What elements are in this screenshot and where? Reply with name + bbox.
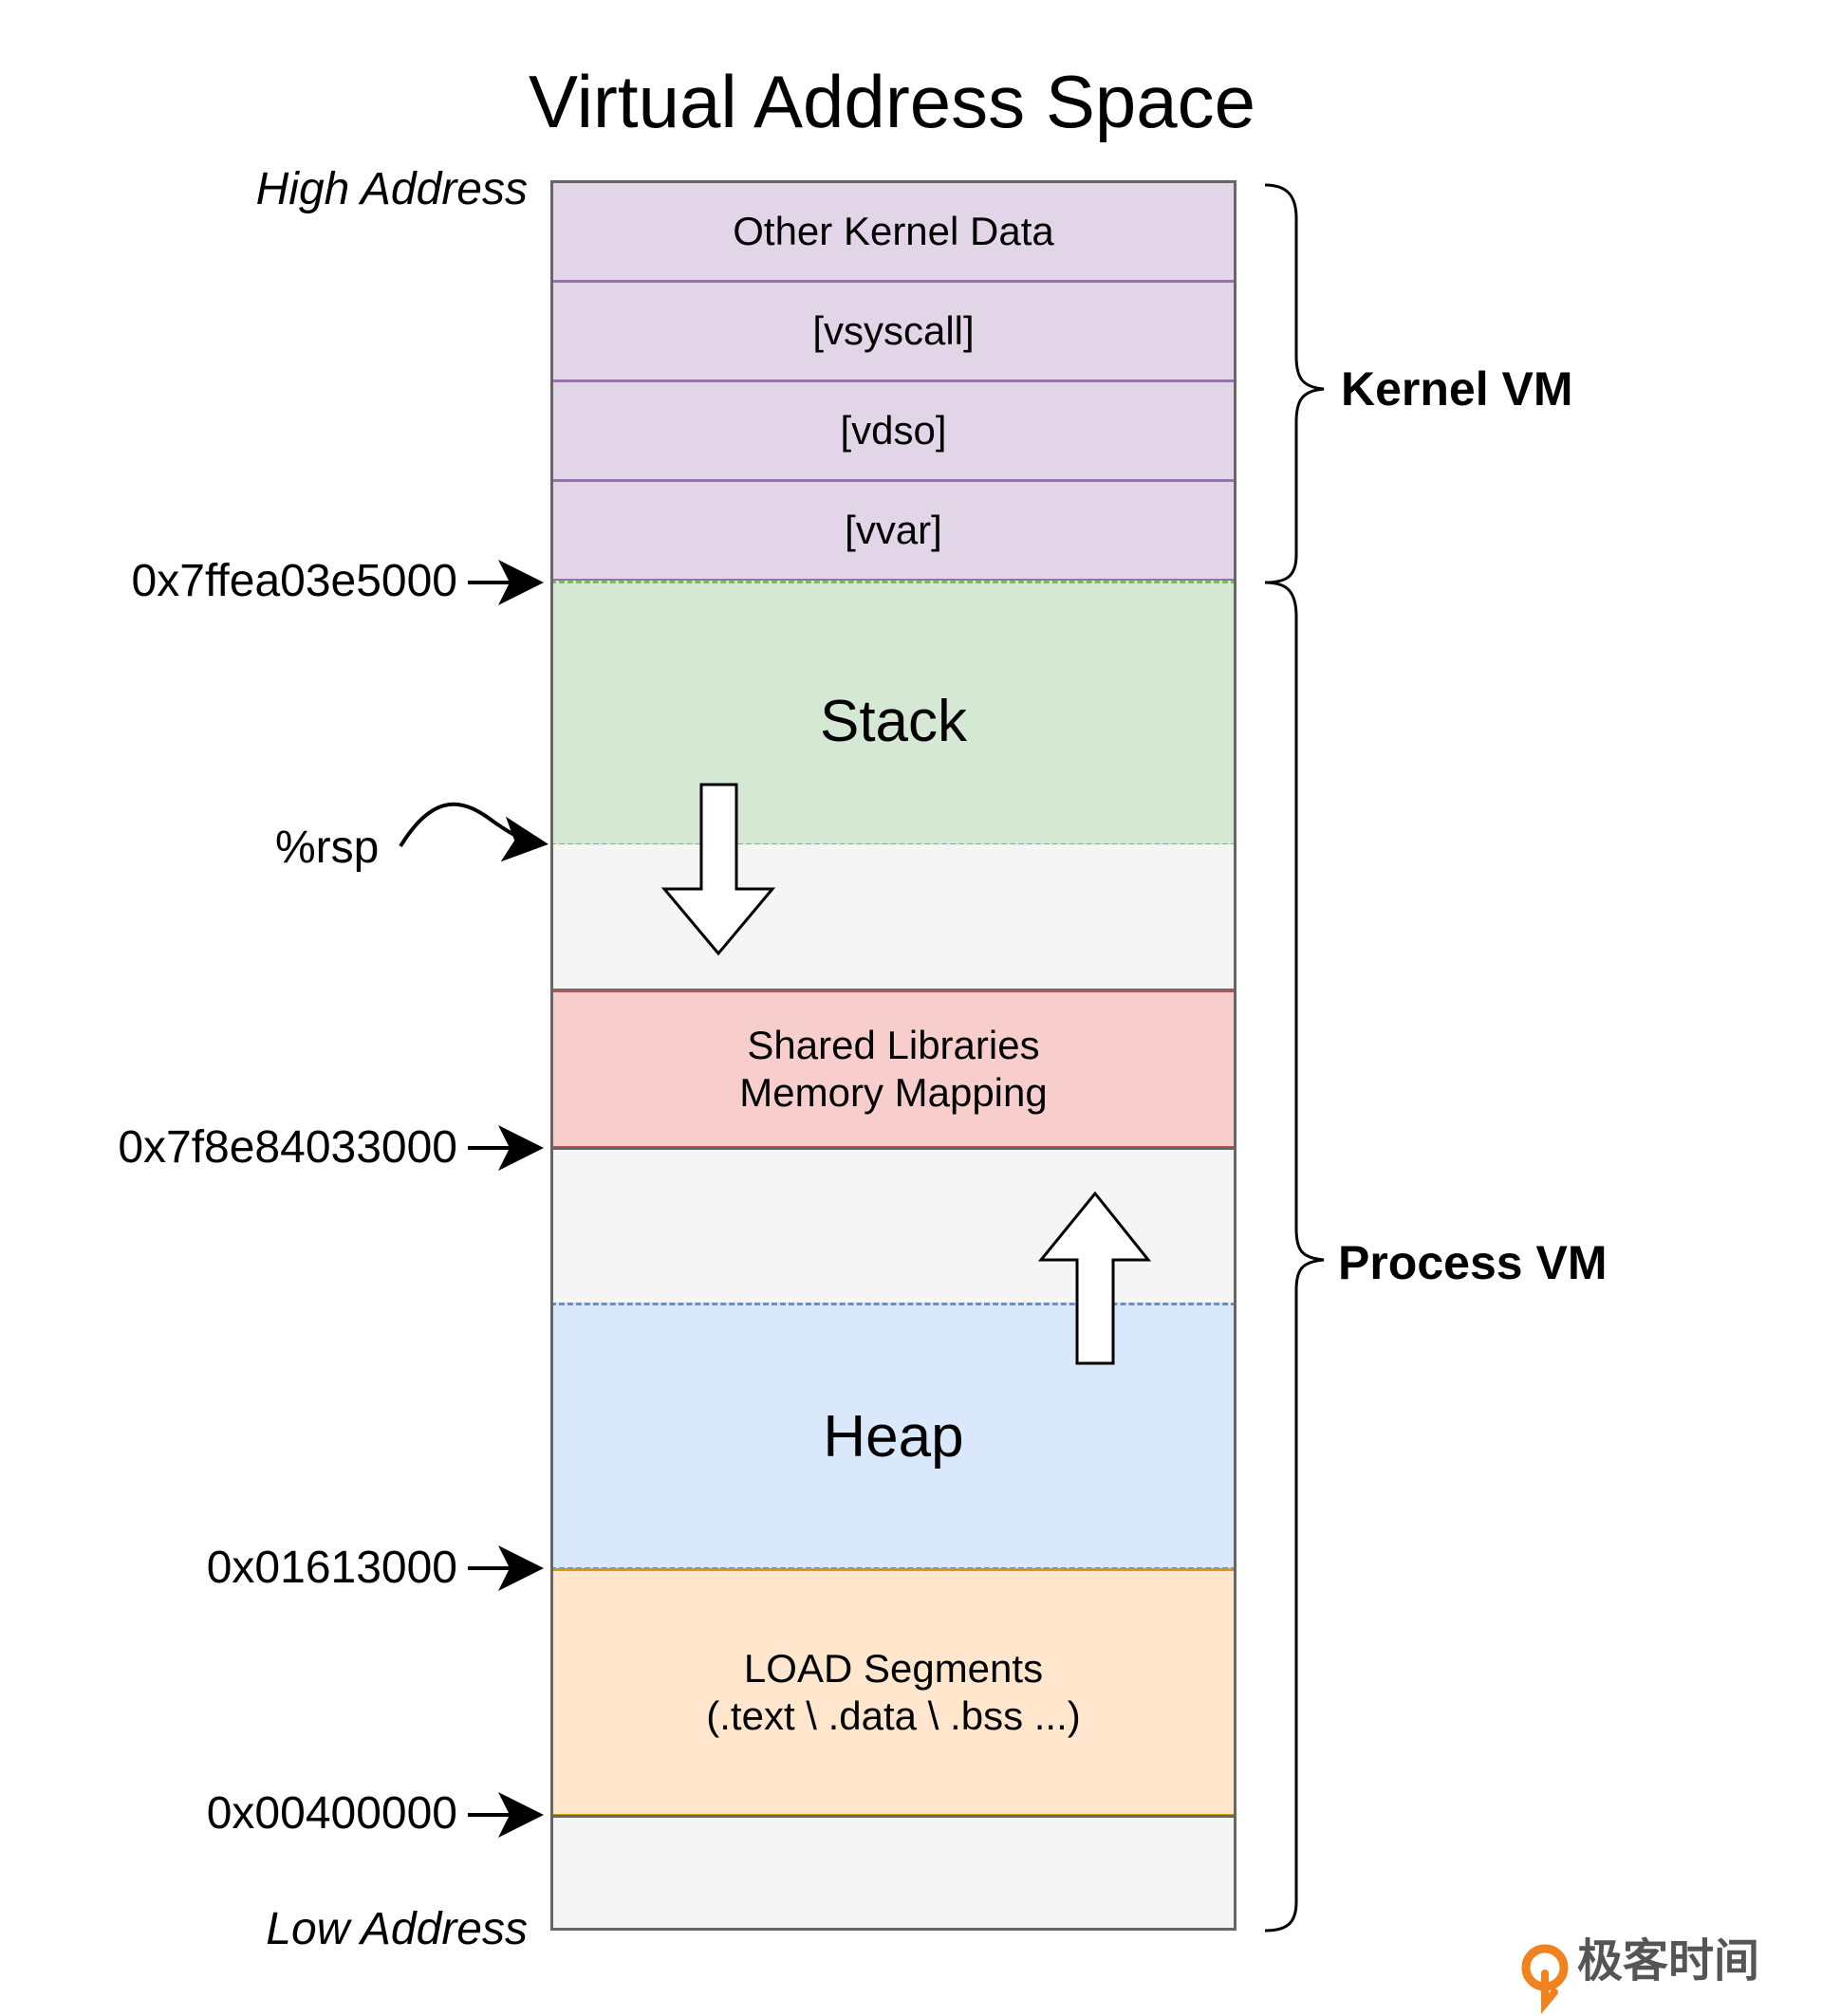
brand-name: 极客时间 — [1577, 1936, 1760, 1987]
brand-logo-icon — [1521, 1944, 1569, 2015]
rsp-label: %rsp — [275, 823, 380, 873]
low-address-label: Low Address — [266, 1904, 528, 1954]
arrow-rsp — [399, 802, 548, 862]
address-kernel-boundary: 0x7ffea03e5000 — [131, 556, 457, 606]
heap-growth-up-arrow — [1037, 1191, 1152, 1365]
kernel-vm-brace — [1264, 183, 1325, 584]
kernel-vm-label: Kernel VM — [1341, 362, 1573, 416]
segment-other-kernel-data: Other Kernel Data — [550, 180, 1236, 283]
segment-stack: Stack — [550, 581, 1236, 846]
stack-growth-down-arrow — [660, 783, 776, 956]
process-vm-brace — [1264, 581, 1325, 1933]
segment-vdso: [vdso] — [550, 379, 1236, 482]
address-mmap-base: 0x7f8e84033000 — [118, 1122, 457, 1173]
segment-vvar: [vvar] — [550, 479, 1236, 582]
process-vm-label: Process VM — [1338, 1236, 1608, 1289]
segment-load: LOAD Segments (.text \ .data \ .bss ...) — [550, 1568, 1236, 1817]
high-address-label: High Address — [255, 164, 528, 214]
address-load-start: 0x00400000 — [206, 1788, 457, 1839]
segment-heap: Heap — [550, 1303, 1236, 1570]
unmapped-gap-upper — [550, 844, 1236, 991]
diagram-title: Virtual Address Space — [528, 60, 1256, 143]
address-heap-start: 0x01613000 — [206, 1543, 457, 1593]
